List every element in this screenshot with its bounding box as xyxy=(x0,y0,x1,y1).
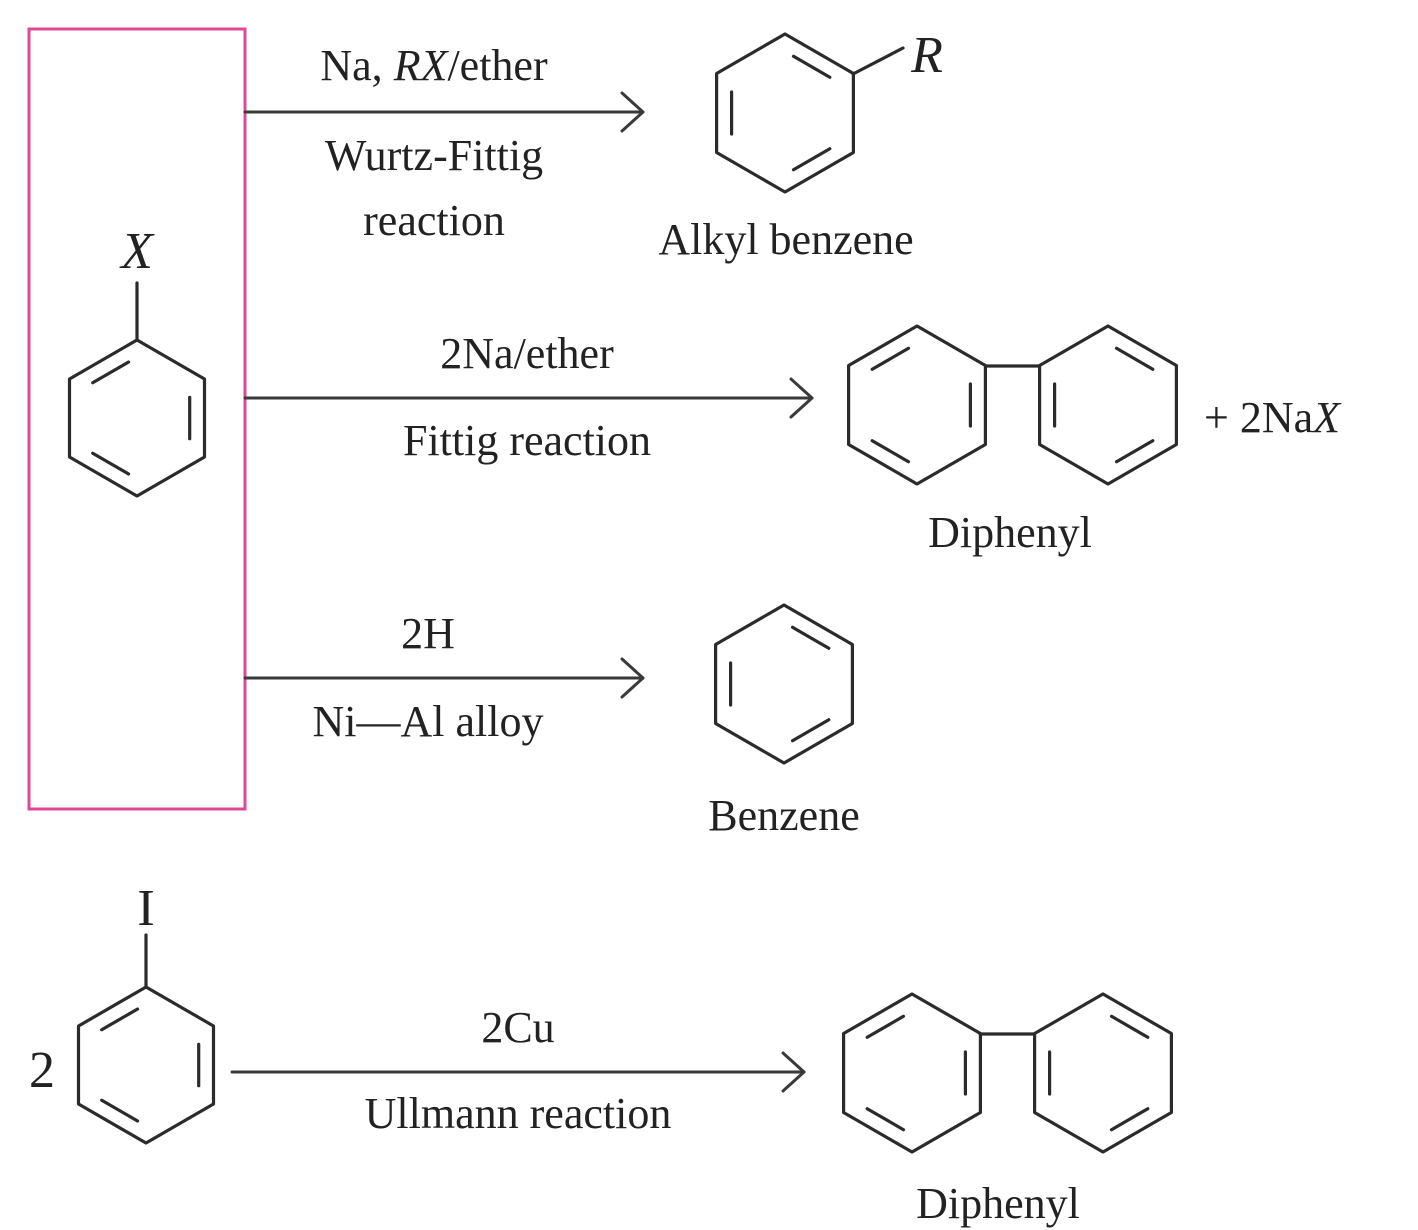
byproduct-label: + 2NaX xyxy=(1204,393,1342,442)
ring-double-bond xyxy=(865,1014,906,1039)
ring-double-bond xyxy=(870,439,911,464)
ring-outline xyxy=(846,324,988,486)
ullmann-name: Ullmann reaction xyxy=(365,1089,672,1138)
stoichiometric-coefficient: 2 xyxy=(29,1042,55,1099)
ring-double-bond xyxy=(790,718,831,743)
ring-double-bond xyxy=(790,625,831,650)
arrowhead-1 xyxy=(620,91,645,133)
ring-outline xyxy=(1037,324,1179,486)
benzene-ring-left xyxy=(841,992,983,1154)
ring-double-bond xyxy=(870,346,911,371)
product-name-diphenyl-ullmann: Diphenyl xyxy=(916,1179,1080,1228)
ring-double-bond xyxy=(91,360,131,385)
benzene-ring-right xyxy=(1032,992,1174,1154)
c-r-bond xyxy=(851,46,905,76)
wurtz-fittig-name-line1: Wurtz-Fittig xyxy=(325,131,543,180)
alkyl-benzene-structure: R xyxy=(714,27,943,194)
ring-outline xyxy=(713,603,855,765)
ring-double-bond xyxy=(791,147,832,172)
halogen-label: X xyxy=(119,223,155,280)
ullmann-reagent: 2Cu xyxy=(481,1003,554,1052)
product-name-alkyl-benzene: Alkyl benzene xyxy=(658,215,913,264)
benzene-ring xyxy=(67,338,207,498)
fittig-name: Fittig reaction xyxy=(403,416,651,465)
ring-outline xyxy=(76,985,216,1145)
ring-outline xyxy=(67,338,207,498)
benzene-ring xyxy=(714,32,856,194)
ring-double-bond xyxy=(91,451,131,476)
ring-double-bond xyxy=(1109,1107,1150,1132)
benzene-ring-left xyxy=(846,324,988,486)
benzene-ring xyxy=(76,985,216,1145)
ring-double-bond xyxy=(1114,439,1155,464)
ring-double-bond xyxy=(865,1107,906,1132)
ring-outline xyxy=(714,32,856,194)
alkyl-label: R xyxy=(910,27,943,84)
reactant-box xyxy=(27,27,247,811)
ring-double-bond xyxy=(100,1007,140,1032)
iodine-label: I xyxy=(137,880,154,937)
wurtz-fittig-reagent: Na, RX/ether xyxy=(320,41,548,90)
diphenyl-structure xyxy=(846,324,1179,486)
benzene-structure xyxy=(713,603,855,765)
aryl-halide-structure: X xyxy=(67,223,207,498)
arrowhead-2 xyxy=(789,377,814,419)
benzene-ring xyxy=(713,603,855,765)
product-name-benzene: Benzene xyxy=(708,791,859,840)
reduction-reagent: 2H xyxy=(401,609,455,658)
diphenyl-structure-ullmann xyxy=(841,992,1174,1154)
iodobenzene-structure: I xyxy=(76,880,216,1145)
ring-double-bond xyxy=(1109,1014,1150,1039)
ring-outline xyxy=(841,992,983,1154)
reduction-catalyst: Ni—Al alloy xyxy=(313,697,544,746)
fittig-reagent: 2Na/ether xyxy=(440,329,614,378)
benzene-ring-right xyxy=(1037,324,1179,486)
arrowhead-3 xyxy=(620,657,645,699)
product-name-diphenyl: Diphenyl xyxy=(928,508,1092,557)
ullmann-arrowhead xyxy=(781,1051,806,1093)
wurtz-fittig-name-line2: reaction xyxy=(363,196,505,245)
ring-outline xyxy=(1032,992,1174,1154)
ring-double-bond xyxy=(100,1098,140,1123)
ring-double-bond xyxy=(791,54,832,79)
ring-double-bond xyxy=(1114,346,1155,371)
